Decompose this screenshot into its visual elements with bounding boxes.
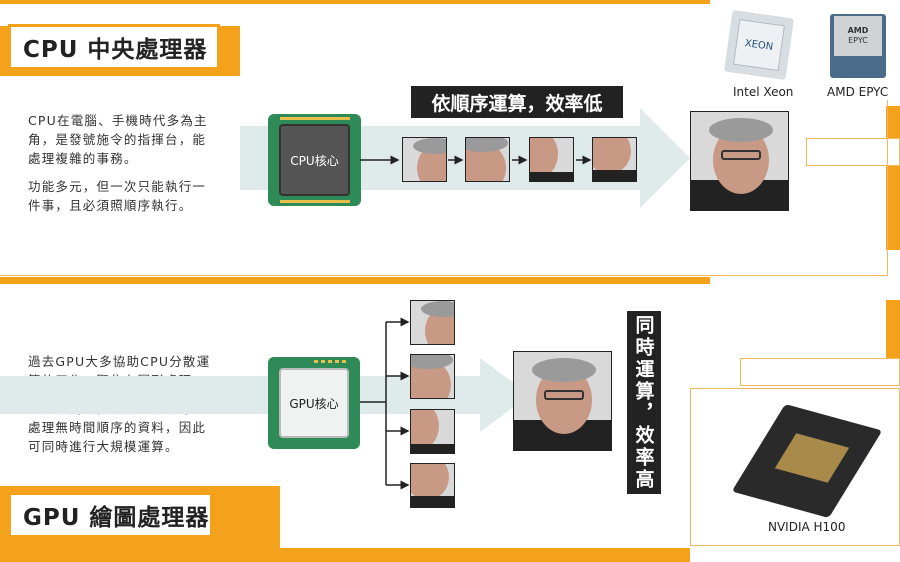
gpu-chip-pins	[314, 360, 346, 363]
gpu-photo-piece-1	[410, 300, 455, 345]
right-orange-strip-mid	[886, 300, 900, 360]
cpu-banner: 依順序運算，效率低	[411, 86, 623, 118]
amd-epyc-label: AMD EPYC	[827, 85, 889, 99]
cpu-photo-piece-2	[465, 137, 510, 182]
cpu-section-outline	[0, 100, 888, 276]
cpu-desc-line: 角，是發號施令的指揮台，能	[28, 132, 207, 147]
cpu-section-title: CPU 中央處理器	[8, 24, 220, 70]
gpu-desc-line: 處理無時間順序的資料，因此	[28, 420, 207, 435]
cpu-desc-line: 件事，且必須照順序執行。	[28, 198, 193, 213]
gpu-chip: GPU核心	[268, 357, 360, 449]
amd-chip-sub: EPYC	[848, 36, 868, 45]
gpu-photo-piece-2	[410, 354, 455, 399]
gpu-desc-line: 可同時進行大規模運算。	[28, 439, 179, 454]
right-orange-strip-top	[886, 100, 900, 250]
nvidia-h100-label: NVIDIA H100	[768, 520, 846, 534]
left-orange-divider	[0, 277, 710, 284]
cpu-photo-piece-4	[592, 137, 637, 182]
top-orange-bar	[0, 0, 710, 4]
cpu-description-1: CPU在電腦、手機時代多為主 角，是發號施令的指揮台，能 處理複雜的事務。	[28, 111, 228, 168]
cpu-desc-line: 功能多元，但一次只能執行一	[28, 179, 207, 194]
cpu-photo-piece-1	[402, 137, 447, 182]
intel-xeon-chip: XEON	[723, 9, 795, 81]
gpu-core-label: GPU核心	[289, 396, 339, 411]
intel-xeon-label: Intel Xeon	[733, 85, 794, 99]
cpu-result-photo	[690, 111, 789, 211]
cpu-core: CPU核心	[279, 124, 350, 196]
cpu-desc-line: CPU在電腦、手機時代多為主	[28, 113, 208, 128]
cpu-sequence-arrows	[360, 155, 592, 165]
nvidia-h100-card	[731, 404, 883, 518]
cpu-description-2: 功能多元，但一次只能執行一 件事，且必須照順序執行。	[28, 177, 228, 215]
gpu-desc-line: 過去GPU大多協助CPU分散運	[28, 354, 211, 369]
cpu-chip: CPU核心	[268, 114, 361, 206]
cpu-photo-piece-3	[529, 137, 574, 182]
bottom-orange-strip	[280, 548, 690, 562]
right-outline-panel-2	[740, 358, 900, 386]
cpu-core-label: CPU核心	[290, 153, 339, 168]
cpu-chip-pins	[280, 117, 350, 203]
gpu-parallel-arrows	[360, 317, 410, 490]
top-white-bar	[240, 4, 490, 28]
gpu-banner: 同時運算，效率高	[627, 311, 661, 494]
cpu-desc-line: 處理複雜的事務。	[28, 151, 138, 166]
gpu-section-title: GPU 繪圖處理器	[8, 492, 213, 538]
gpu-result-photo	[513, 351, 612, 451]
gpu-photo-piece-4	[410, 463, 455, 508]
gpu-core: GPU核心	[279, 368, 349, 438]
gpu-photo-piece-3	[410, 409, 455, 454]
right-outline-panel	[806, 138, 900, 166]
amd-epyc-chip: AMD EPYC	[830, 14, 886, 78]
amd-chip-text: AMD	[847, 26, 869, 35]
intel-chip-text: XEON	[744, 37, 774, 53]
